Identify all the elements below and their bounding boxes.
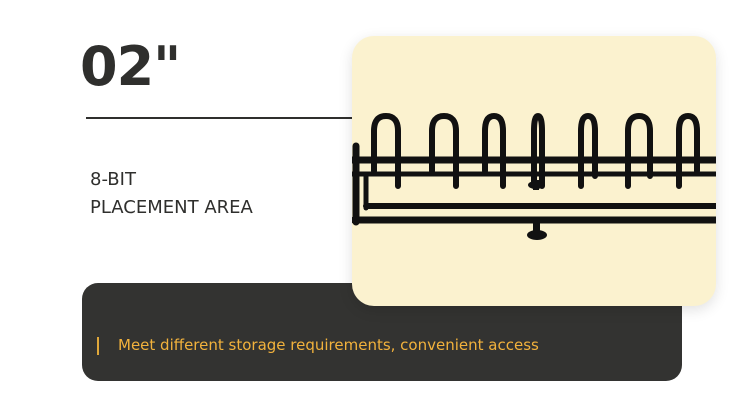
rack-loop [578,112,598,189]
rack-loop [371,112,401,189]
subtitle-line-1: 8-BIT [90,169,136,190]
rack-illustration [352,112,716,240]
rack-loop [482,112,506,189]
divider-line [86,117,356,119]
subtitle-line-2: PLACEMENT AREA [90,197,253,218]
product-photo-card [352,36,716,306]
banner-text: Meet different storage requirements, con… [118,336,539,354]
banner-accent-bar [97,337,99,355]
rack-loop [625,112,653,189]
section-subtitle: 8-BIT PLACEMENT AREA [90,166,253,222]
rack-loop [531,112,545,189]
rack-loop [429,112,459,189]
rack-loop [676,112,700,189]
section-number: 02" [80,35,181,98]
